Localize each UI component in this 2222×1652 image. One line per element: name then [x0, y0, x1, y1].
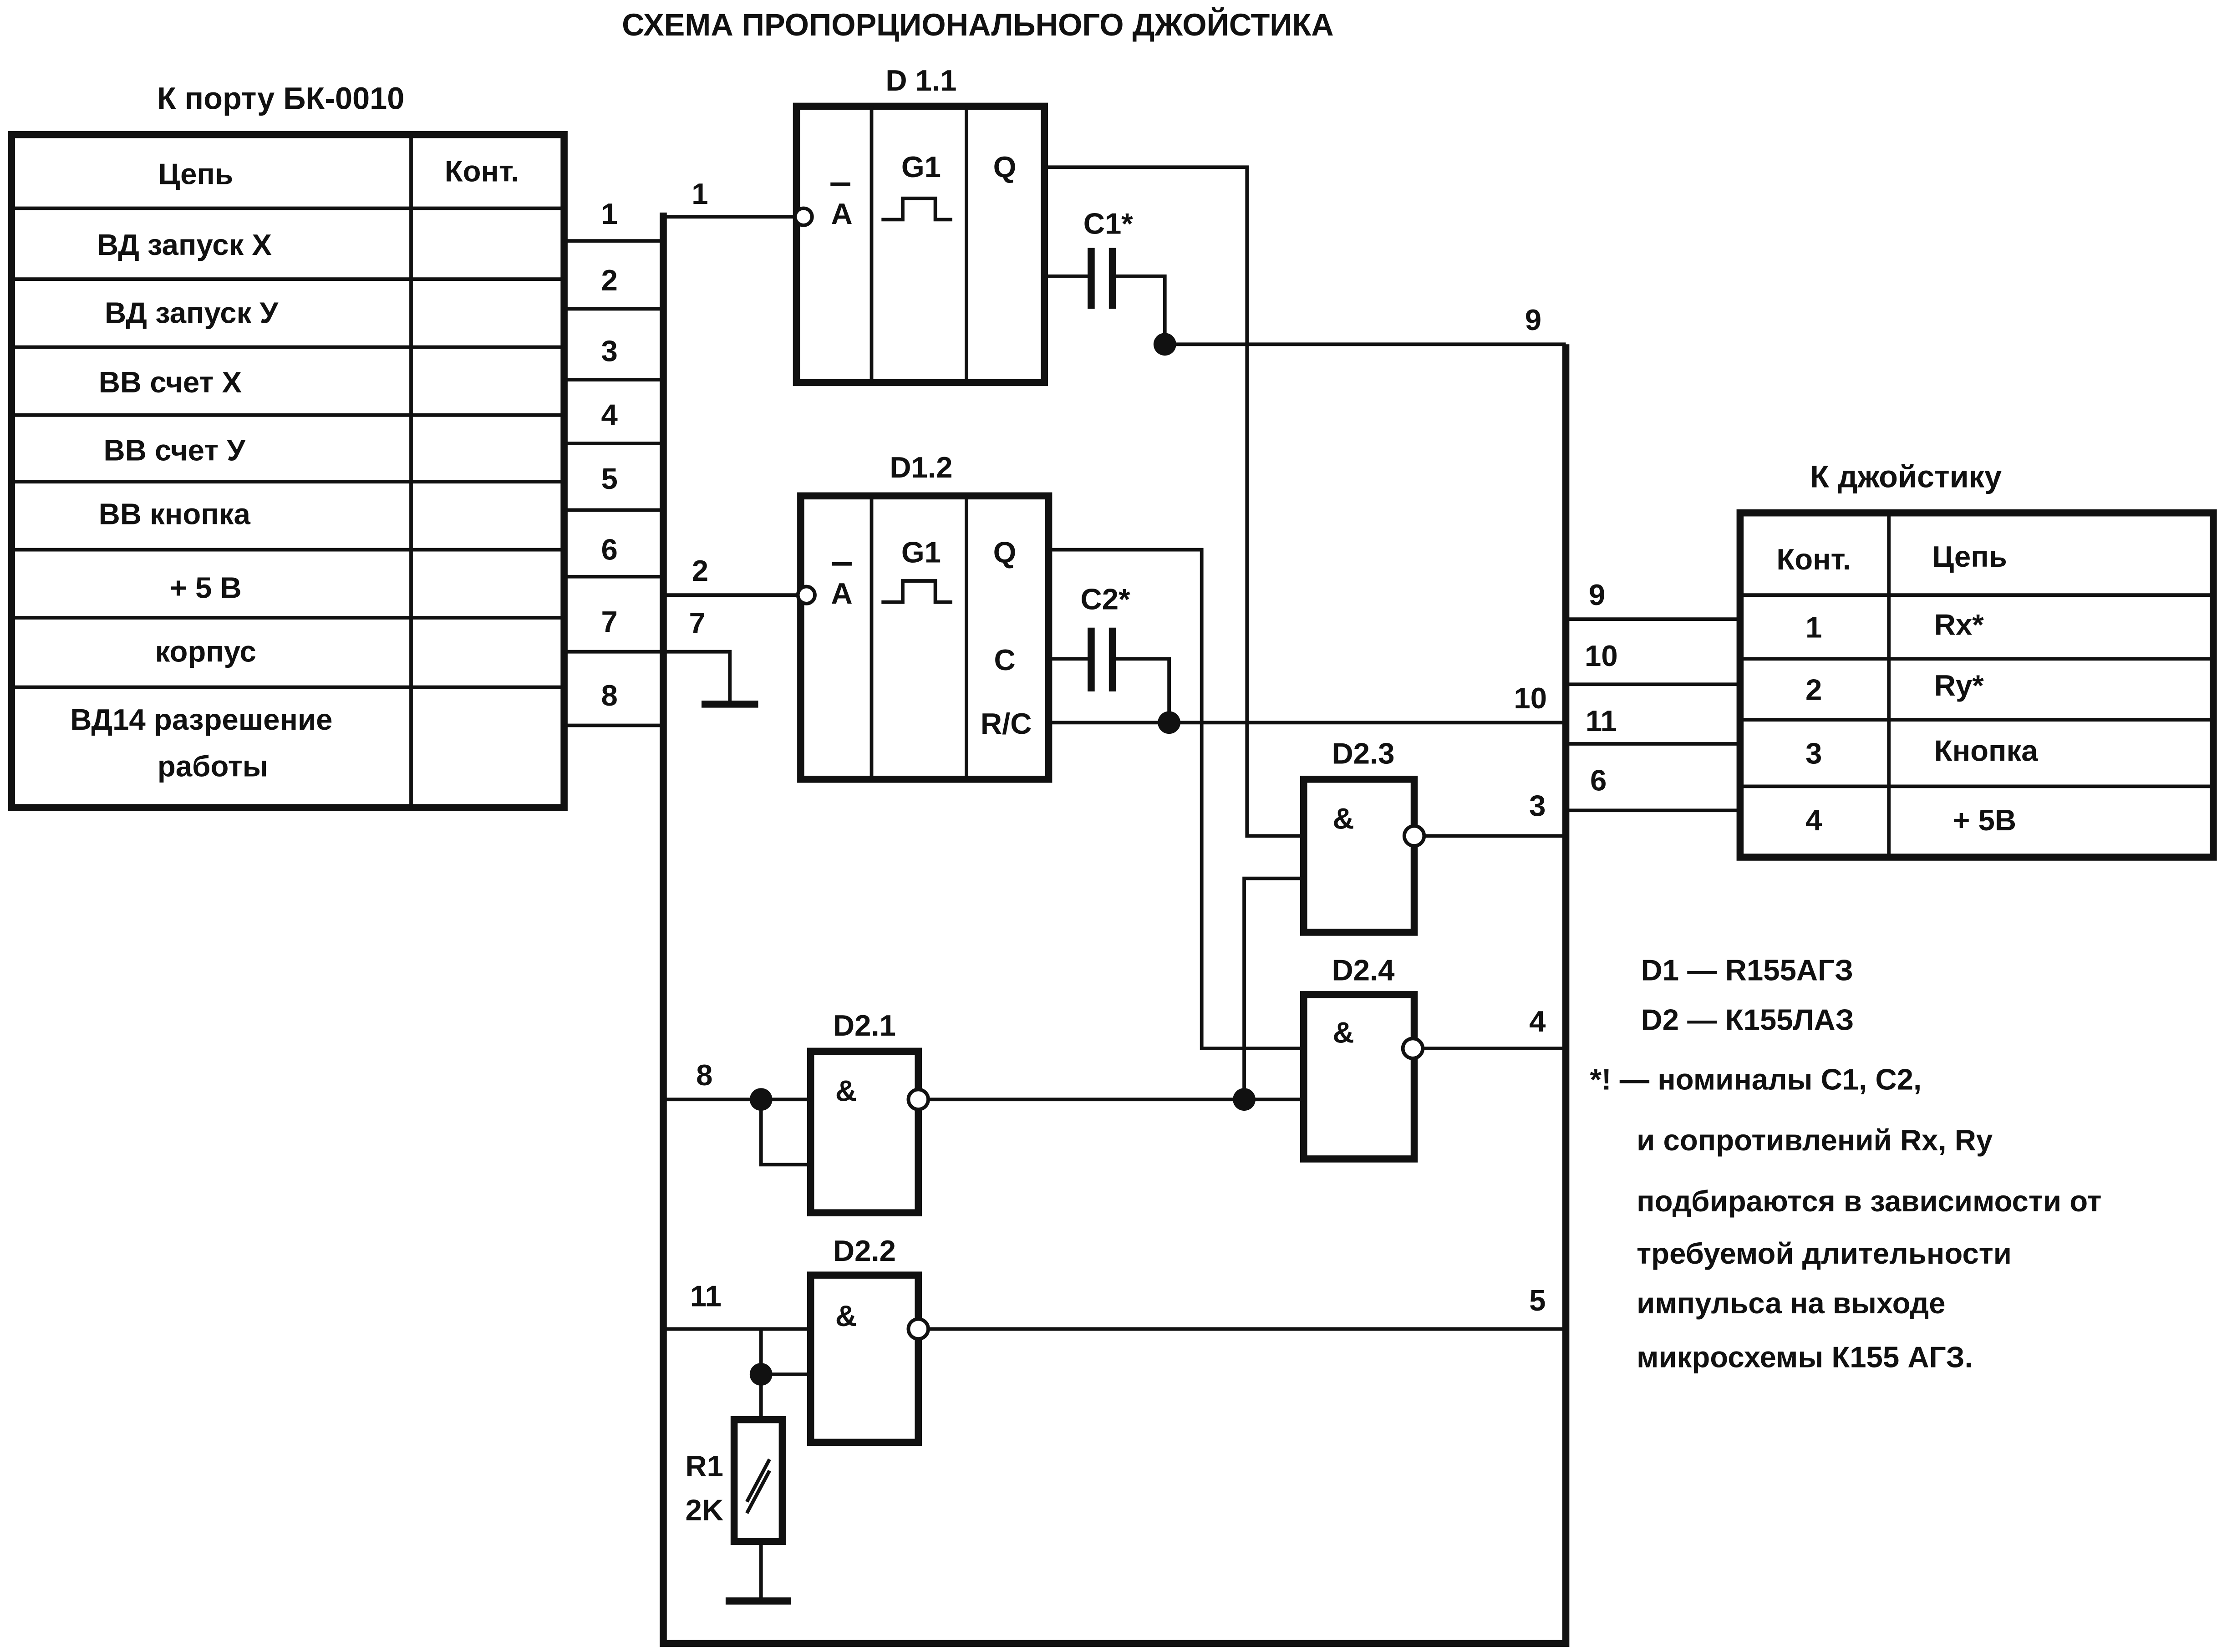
wire-label: 8 — [696, 1058, 712, 1092]
note-line: D1 — R155АГЗ — [1641, 954, 1854, 987]
header-net: Цепь — [158, 158, 234, 191]
port-table-caption: К порту БК-0010 — [157, 81, 404, 116]
inverter-bubble-icon — [796, 585, 817, 605]
net-row: ВД запуск X — [97, 228, 272, 261]
wire-label: 11 — [1586, 704, 1617, 737]
net-row: ВД запуск У — [105, 296, 279, 330]
wire-label: 10 — [1514, 681, 1547, 715]
wire-label: 10 — [1585, 639, 1618, 672]
note-line: требуемой длительности — [1637, 1237, 2012, 1270]
chip-label: D2.1 — [833, 1009, 896, 1042]
pin-label: 6 — [601, 533, 618, 566]
pulse-icon — [881, 579, 952, 604]
joystick-table-caption: К джойстику — [1810, 459, 2002, 494]
net-row: работы — [158, 750, 268, 783]
pin-label: 4 — [601, 398, 618, 432]
pin-name: R/C — [981, 707, 1032, 740]
joystick-table: К джойстику Конт. Цепь 1 Rx* 2 Ry* 3 Кно… — [1736, 459, 2217, 861]
wire-label: 2 — [692, 554, 708, 587]
gate-d2-3: D2.3 & 3 — [1242, 737, 1566, 1100]
port-pin-labels: 1 2 3 4 5 6 7 8 — [601, 197, 618, 712]
gate-d2-2: D2.2 & 11 5 — [663, 1234, 1566, 1446]
pulse-icon — [881, 196, 952, 222]
note-line: импульса на выходе — [1637, 1286, 1945, 1320]
header-contact: Конт. — [445, 154, 519, 188]
header-net: Цепь — [1932, 540, 2007, 573]
pin-cell: 3 — [1805, 737, 1822, 770]
wire-label: 7 — [689, 606, 706, 640]
and-symbol: & — [835, 1074, 857, 1107]
net-cell: Кнопка — [1934, 734, 2038, 767]
header-contact: Конт. — [1776, 543, 1851, 576]
pin-label: 2 — [601, 264, 618, 297]
capacitor-label: C2* — [1081, 582, 1131, 615]
chip-d1-2: D1.2 2 7 A G1 Q C R/C C2* 10 — [663, 451, 1566, 1051]
wire-label: 11 — [690, 1280, 722, 1313]
capacitor-label: C1* — [1083, 207, 1134, 240]
pin-name: G1 — [901, 150, 941, 183]
port-wires — [564, 239, 663, 727]
pin-label: 1 — [601, 197, 618, 230]
net-cell: + 5В — [1953, 803, 2016, 837]
pin-cell: 4 — [1805, 803, 1822, 837]
wire-label: 5 — [1529, 1284, 1546, 1317]
notes: D1 — R155АГЗ D2 — К155ЛАЗ *! — номиналы … — [1590, 954, 2101, 1374]
schematic-title: СХЕМА ПРОПОРЦИОНАЛЬНОГО ДЖОЙСТИКА — [622, 7, 1334, 42]
note-line: микросхемы К155 АГЗ. — [1637, 1340, 1973, 1373]
pin-name: Q — [993, 536, 1017, 569]
joystick-wires — [1566, 617, 1740, 813]
note-line: D2 — К155ЛАЗ — [1641, 1003, 1854, 1037]
cable-bundle — [660, 212, 1570, 1647]
wire-label: 3 — [1529, 789, 1546, 823]
inverter-bubble-icon — [1401, 1037, 1425, 1060]
gate-d2-1: D2.1 & 8 — [663, 1009, 1304, 1216]
pin-label: 3 — [601, 335, 618, 368]
pin-label: 7 — [601, 605, 618, 638]
and-symbol: & — [835, 1299, 857, 1332]
net-row: ВД14 разрешение — [70, 703, 332, 736]
resistor-label: R1 — [685, 1449, 723, 1483]
pin-name: G1 — [901, 536, 941, 569]
wire-label: 9 — [1589, 578, 1605, 611]
pin-cell: 1 — [1805, 611, 1822, 644]
net-cell: Rx* — [1934, 608, 1984, 641]
inverter-bubble-icon — [793, 206, 814, 227]
wire-label: 6 — [1590, 764, 1607, 797]
resistor-r1: R1 2K — [685, 1416, 791, 1605]
inverter-bubble-icon — [1402, 824, 1426, 848]
port-table-row-lines — [11, 206, 564, 689]
pin-label: 8 — [601, 679, 618, 712]
pin-name: A — [831, 577, 853, 610]
net-row: ВВ счет X — [99, 366, 242, 399]
chip-label: D1.2 — [890, 451, 952, 484]
net-row: ВВ счет У — [104, 434, 246, 467]
chip-label: D2.2 — [833, 1234, 896, 1267]
chip-label: D2.3 — [1332, 737, 1394, 770]
wire-label: 4 — [1529, 1005, 1546, 1038]
net-cell: Ry* — [1934, 669, 1984, 702]
net-row: ВВ кнопка — [99, 498, 251, 531]
resistor-value: 2K — [685, 1494, 723, 1527]
pin-label: 5 — [601, 462, 618, 495]
wire-label: 9 — [1525, 303, 1541, 336]
inverter-bubble-icon — [906, 1088, 930, 1111]
pin-name: Q — [993, 150, 1017, 183]
and-symbol: & — [1332, 802, 1354, 835]
pin-name: C — [994, 643, 1015, 676]
gate-d2-4: D2.4 & 4 — [1300, 954, 1566, 1163]
net-row: корпус — [155, 635, 256, 668]
chip-d1-1: D 1.1 1 A G1 Q C1* 9 — [663, 64, 1541, 838]
note-line: подбираются в зависимости от — [1637, 1184, 2101, 1218]
pin-cell: 2 — [1805, 673, 1822, 707]
note-line: и сопротивлений Rx, Ry — [1637, 1123, 1993, 1157]
port-table: К порту БК-0010 Цепь Конт. ВД запуск X В… — [8, 81, 568, 811]
inverter-bubble-icon — [906, 1317, 930, 1341]
pin-name: A — [831, 197, 853, 230]
note-line: *! — номиналы С1, С2, — [1590, 1062, 1922, 1096]
net-row: + 5 В — [170, 571, 242, 604]
chip-label: D 1.1 — [885, 64, 956, 97]
wire-label: 1 — [692, 177, 708, 210]
chip-label: D2.4 — [1332, 954, 1394, 987]
and-symbol: & — [1332, 1016, 1354, 1049]
